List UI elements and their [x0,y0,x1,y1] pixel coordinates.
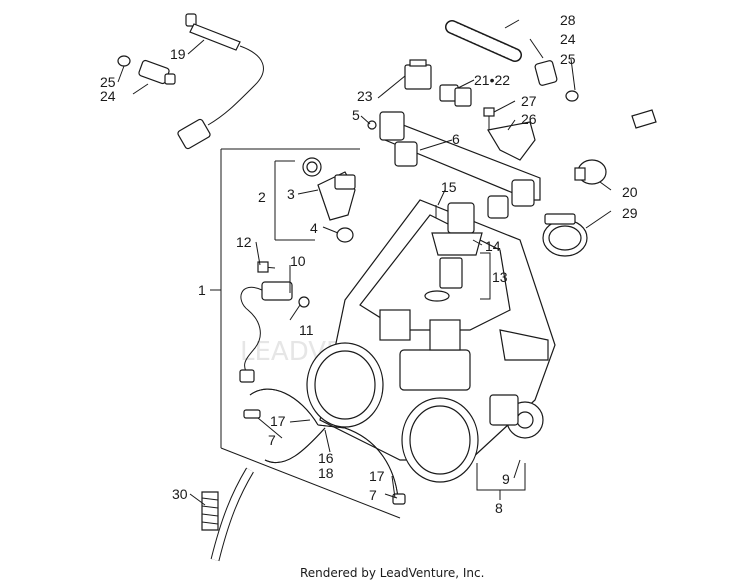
callout-10: 10 [290,253,306,269]
bracket-13 [480,252,491,300]
direction-arrow-icon [631,109,657,129]
callout-13: 13 [492,269,508,285]
callout-1: 1 [198,282,206,298]
callout-9: 9 [502,471,510,487]
callout-3: 3 [287,186,295,202]
callout-21-22: 21•22 [474,72,510,88]
drain-hose-part [210,467,254,562]
corrugated-hose-part [445,20,522,62]
callout-16: 16 [318,450,334,466]
spring-part [201,491,219,531]
callout-26: 26 [521,111,537,127]
footer-credit: Rendered by LeadVenture, Inc. [300,566,484,580]
vacuum-hoses-part [243,388,406,505]
callout-25a: 25 [100,74,116,90]
callout-18: 18 [318,465,334,481]
callout-17b: 17 [369,468,385,484]
screw-27-part [483,107,495,132]
callout-8: 8 [495,500,503,516]
callout-14: 14 [485,238,501,254]
callout-4: 4 [310,220,318,236]
callout-6: 6 [452,131,460,147]
callout-23: 23 [357,88,373,104]
oxygen-sensor-part [177,13,264,150]
callout-12: 12 [236,234,252,250]
callout-28: 28 [560,12,576,28]
callout-5: 5 [352,107,360,123]
callout-24b: 24 [560,31,576,47]
temp-sensor-left-part [117,55,176,85]
callout-29: 29 [622,205,638,221]
callout-20: 20 [622,184,638,200]
callout-17a: 17 [270,413,286,429]
screw-5-part [367,120,377,130]
tps-sensor-part [239,261,310,383]
fuel-injector-part [302,157,356,243]
callout-labels: 1 2 3 4 5 6 7 7 8 9 10 11 12 13 14 15 16… [100,12,638,516]
callout-19: 19 [170,46,186,62]
connector-23-part [404,59,432,90]
callout-7b: 7 [369,487,377,503]
callout-2: 2 [258,189,266,205]
callout-7a: 7 [268,432,276,448]
callout-24a: 24 [100,88,116,104]
hose-clamp-part [542,213,588,257]
connector-21-22-part [439,84,472,107]
callout-11: 11 [299,322,314,338]
cam-sensor-part [487,121,536,161]
callout-25b: 25 [560,51,576,67]
callout-15: 15 [441,179,457,195]
assembly-bracket [210,148,401,519]
temp-sensor-right-part [534,60,579,102]
callout-30: 30 [172,486,188,502]
fuel-rail-part [379,111,541,219]
leader-lines [117,19,612,506]
pressure-switch-part [574,159,607,185]
idle-air-control-part [424,202,483,302]
callout-27: 27 [521,93,537,109]
